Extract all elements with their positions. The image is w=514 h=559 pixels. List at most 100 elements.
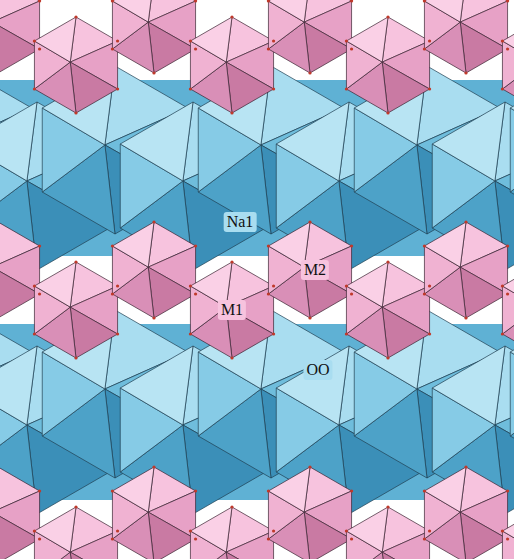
atom-dot bbox=[33, 332, 36, 335]
atom-dot bbox=[464, 316, 467, 319]
octahedron-face bbox=[226, 552, 273, 559]
atom-dot bbox=[345, 284, 348, 287]
atom-dot bbox=[74, 356, 77, 359]
atom-dot bbox=[111, 489, 114, 492]
atom-dot bbox=[33, 39, 36, 42]
polyhedron-face bbox=[120, 346, 193, 425]
atom-dot bbox=[506, 537, 509, 540]
atom-dot bbox=[194, 47, 197, 50]
atom-dot bbox=[33, 87, 36, 90]
atom-dot bbox=[267, 0, 270, 3]
octahedron-face bbox=[190, 507, 232, 552]
atom-dot bbox=[230, 505, 233, 508]
atom-dot bbox=[230, 111, 233, 114]
atom-dot bbox=[194, 489, 197, 492]
atom-dot bbox=[506, 47, 509, 50]
octahedron-face bbox=[502, 17, 514, 62]
octahedron-face bbox=[304, 512, 351, 559]
atom-dot bbox=[38, 292, 41, 295]
atom-dot bbox=[38, 0, 41, 3]
atom-dot bbox=[345, 39, 348, 42]
atom-dot bbox=[267, 537, 270, 540]
atom-dot bbox=[423, 47, 426, 50]
atom-dot bbox=[464, 71, 467, 74]
polyhedron-face bbox=[0, 102, 37, 181]
atom-dot bbox=[423, 0, 426, 3]
atom-dot bbox=[428, 332, 431, 335]
atom-dot bbox=[194, 292, 197, 295]
atom-dot bbox=[116, 284, 119, 287]
site-label: M2 bbox=[301, 260, 329, 280]
atom-dot bbox=[189, 529, 192, 532]
atom-dot bbox=[272, 332, 275, 335]
atom-dot bbox=[423, 537, 426, 540]
atom-dot bbox=[272, 284, 275, 287]
octahedron-face bbox=[382, 552, 429, 559]
atom-dot bbox=[308, 316, 311, 319]
polyhedron-face bbox=[120, 102, 193, 181]
atom-dot bbox=[33, 529, 36, 532]
octahedron-face bbox=[0, 267, 40, 318]
atom-dot bbox=[152, 465, 155, 468]
atom-dot bbox=[189, 87, 192, 90]
octahedron-face bbox=[268, 0, 310, 22]
atom-dot bbox=[308, 71, 311, 74]
atom-dot bbox=[74, 15, 77, 18]
atom-dot bbox=[267, 292, 270, 295]
atom-dot bbox=[506, 244, 509, 247]
polyhedron-face bbox=[510, 352, 514, 436]
atom-dot bbox=[38, 489, 41, 492]
atom-dot bbox=[189, 284, 192, 287]
octahedron-face bbox=[34, 262, 76, 307]
polyhedron-face bbox=[0, 346, 37, 425]
octahedron-face bbox=[70, 531, 117, 559]
atom-dot bbox=[194, 0, 197, 3]
octahedron-face bbox=[460, 22, 507, 73]
atom-dot bbox=[501, 284, 504, 287]
atom-dot bbox=[230, 15, 233, 18]
octahedron-face bbox=[70, 552, 117, 559]
atom-dot bbox=[267, 489, 270, 492]
polyhedron-face bbox=[276, 102, 349, 181]
atom-dot bbox=[350, 47, 353, 50]
atom-dot bbox=[152, 71, 155, 74]
atom-dot bbox=[428, 87, 431, 90]
octahedron-face bbox=[424, 467, 466, 512]
atom-dot bbox=[501, 87, 504, 90]
atom-dot bbox=[428, 529, 431, 532]
atom-dot bbox=[152, 316, 155, 319]
atom-dot bbox=[464, 465, 467, 468]
atom-dot bbox=[74, 111, 77, 114]
site-label: Na1 bbox=[224, 212, 257, 232]
polyhedron-face bbox=[510, 108, 514, 192]
atom-dot bbox=[194, 537, 197, 540]
atom-dot bbox=[272, 529, 275, 532]
atom-dot bbox=[74, 505, 77, 508]
atom-dot bbox=[116, 529, 119, 532]
atom-dot bbox=[267, 244, 270, 247]
octahedron-face bbox=[502, 286, 514, 334]
atom-dot bbox=[386, 356, 389, 359]
atom-dot bbox=[230, 260, 233, 263]
octahedron-face bbox=[112, 467, 154, 512]
atom-dot bbox=[111, 244, 114, 247]
octahedron-face bbox=[502, 507, 514, 552]
atom-dot bbox=[386, 15, 389, 18]
atom-dot bbox=[423, 489, 426, 492]
atom-dot bbox=[506, 292, 509, 295]
atom-dot bbox=[74, 260, 77, 263]
octahedron-face bbox=[502, 41, 514, 89]
atom-dot bbox=[230, 356, 233, 359]
atom-dot bbox=[345, 332, 348, 335]
polyhedron-face bbox=[276, 346, 349, 425]
atom-dot bbox=[428, 39, 431, 42]
atom-dot bbox=[464, 220, 467, 223]
octahedron-face bbox=[382, 307, 429, 358]
atom-dot bbox=[111, 537, 114, 540]
atom-dot bbox=[350, 0, 353, 3]
octahedron-face bbox=[268, 467, 310, 512]
octahedron-face bbox=[346, 262, 388, 307]
atom-dot bbox=[308, 465, 311, 468]
